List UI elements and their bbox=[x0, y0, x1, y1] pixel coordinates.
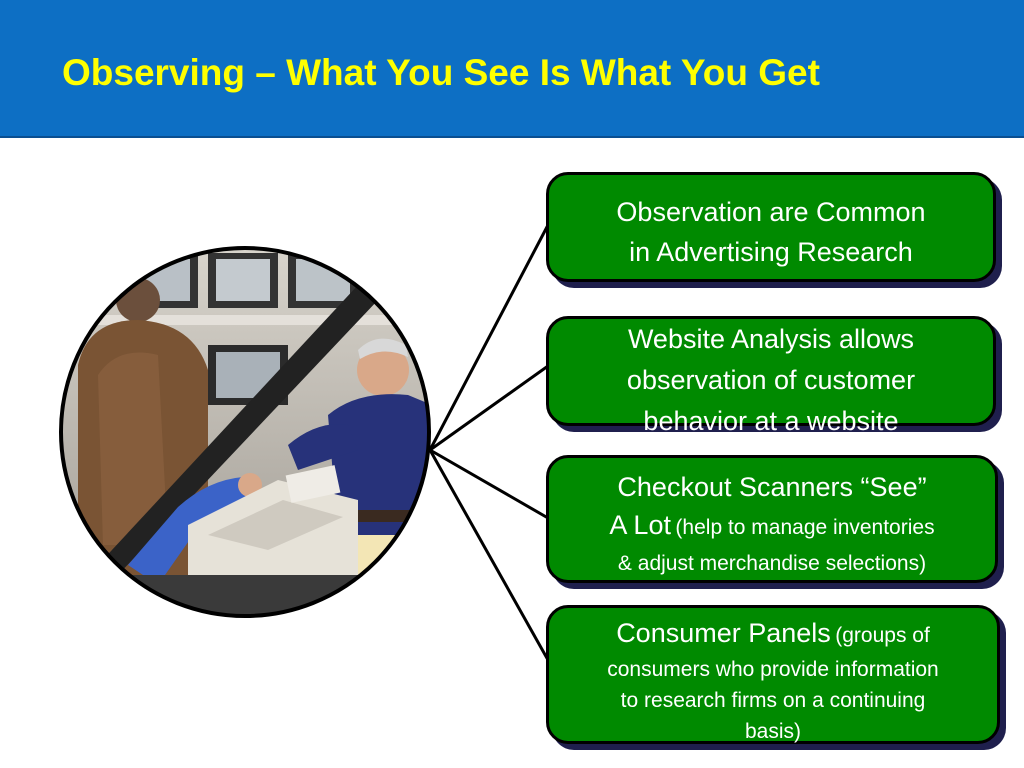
info-box-advertising: Observation are Common in Advertising Re… bbox=[546, 172, 996, 282]
box4-line-3: to research firms on a continuing bbox=[620, 689, 926, 712]
connector-line-1 bbox=[428, 224, 550, 451]
info-box-panels: Consumer Panels (groups of consumers who… bbox=[546, 605, 1000, 744]
box4-line-4: basis) bbox=[744, 720, 802, 743]
box4-line-1-note: (groups of bbox=[835, 624, 930, 647]
connector-line-4 bbox=[428, 449, 550, 661]
info-box-website: Website Analysis allows observation of c… bbox=[546, 316, 996, 436]
box4-line-1: Consumer Panels (groups of bbox=[549, 614, 997, 654]
connector-line-2 bbox=[429, 364, 549, 452]
observation-photo bbox=[59, 246, 431, 618]
box4-line-1-main: Consumer Panels bbox=[616, 618, 831, 648]
connector-line-3 bbox=[429, 448, 549, 520]
box3-line-2: A Lot (help to manage inventories bbox=[549, 506, 995, 548]
box2-line-1: Website Analysis allows bbox=[627, 324, 915, 354]
box1-line-2: in Advertising Research bbox=[629, 237, 913, 267]
box1-line-1: Observation are Common bbox=[616, 197, 926, 227]
divider-line bbox=[98, 285, 378, 575]
box3-line-2-main: A Lot bbox=[609, 510, 671, 540]
slide-title: Observing – What You See Is What You Get bbox=[62, 52, 820, 93]
slide-header: Observing – What You See Is What You Get bbox=[0, 0, 1024, 138]
box4-line-2: consumers who provide information bbox=[607, 658, 939, 681]
box3-line-2-note: (help to manage inventories bbox=[675, 516, 935, 539]
box2-line-3: behavior at a website bbox=[643, 406, 899, 436]
cashier-face bbox=[357, 344, 409, 396]
box2-line-2: observation of customer bbox=[626, 365, 916, 395]
box3-line-3: & adjust merchandise selections) bbox=[617, 552, 927, 575]
box3-line-1: Checkout Scanners “See” bbox=[617, 472, 927, 502]
info-box-scanners: Checkout Scanners “See” A Lot (help to m… bbox=[546, 455, 998, 583]
